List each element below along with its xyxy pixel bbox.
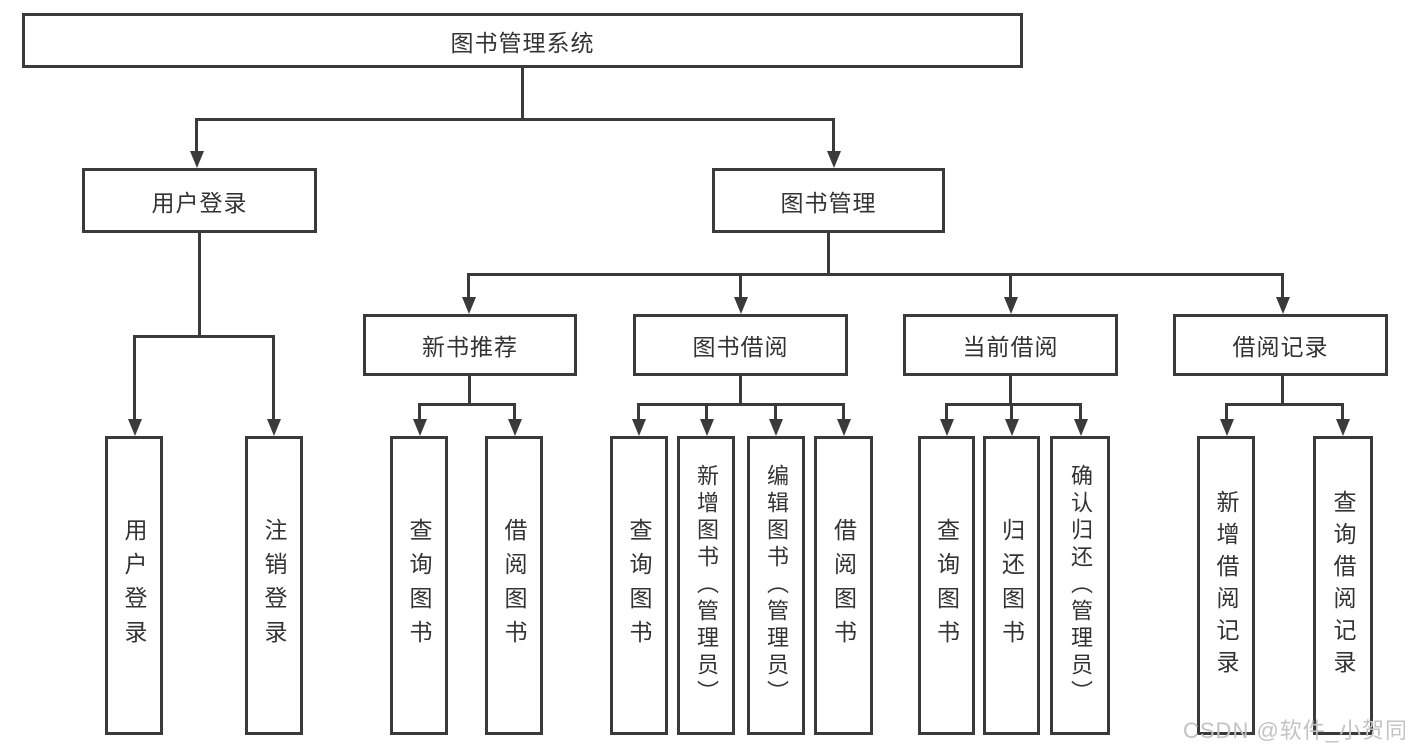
leaf-borrow-book-2: 借阅图书 [814, 436, 873, 735]
leaf-edit-book-admin: 编辑图书（管理员） [747, 436, 805, 735]
connector-line [842, 403, 845, 421]
connector-line [467, 273, 470, 299]
node-user-login: 用户登录 [82, 168, 317, 233]
arrow-down-icon [632, 419, 646, 436]
arrow-down-icon [1276, 297, 1290, 314]
arrow-down-icon [1220, 419, 1234, 436]
connector-line [832, 118, 835, 153]
node-new-book-recommend: 新书推荐 [363, 314, 577, 376]
node-book-management: 图书管理 [712, 168, 945, 233]
connector-line [774, 403, 777, 421]
leaf-query-borrow-record: 查询借阅记录 [1313, 436, 1373, 735]
connector-line [1225, 403, 1228, 421]
node-root: 图书管理系统 [22, 13, 1023, 68]
leaf-query-book-1: 查询图书 [390, 436, 448, 735]
connector-line [739, 376, 742, 403]
connector-line [195, 118, 198, 153]
leaf-add-book-admin: 新增图书（管理员） [677, 436, 735, 735]
arrow-down-icon [128, 419, 142, 436]
connector-line [195, 118, 835, 121]
arrow-down-icon [827, 151, 841, 168]
leaf-confirm-return-admin: 确认归还（管理员） [1050, 436, 1110, 735]
connector-line [1079, 403, 1082, 421]
csdn-watermark: CSDN @软件_小贺同学 [1183, 718, 1405, 743]
node-borrow-records: 借阅记录 [1173, 314, 1388, 376]
connector-line [1009, 376, 1012, 403]
connector-line [705, 403, 708, 421]
leaf-add-borrow-record: 新增借阅记录 [1197, 436, 1255, 735]
leaf-query-book-3: 查询图书 [918, 436, 975, 735]
arrow-down-icon [462, 297, 476, 314]
connector-line [198, 233, 201, 335]
connector-line [418, 403, 421, 421]
connector-line [1010, 403, 1013, 421]
arrow-down-icon [413, 419, 427, 436]
connector-line [468, 376, 471, 403]
leaf-borrow-book-1: 借阅图书 [485, 436, 543, 735]
node-book-borrow: 图书借阅 [633, 314, 848, 376]
leaf-logout: 注销登录 [245, 436, 303, 735]
connector-line [637, 403, 845, 406]
arrow-down-icon [1336, 419, 1350, 436]
connector-line [1281, 376, 1284, 403]
arrow-down-icon [1004, 297, 1018, 314]
node-current-borrow: 当前借阅 [903, 314, 1118, 376]
connector-line [272, 335, 275, 421]
arrow-down-icon [1005, 419, 1019, 436]
arrow-down-icon [190, 151, 204, 168]
connector-line [1225, 403, 1344, 406]
arrow-down-icon [940, 419, 954, 436]
connector-line [1281, 273, 1284, 299]
connector-line [133, 335, 136, 421]
arrow-down-icon [769, 419, 783, 436]
arrow-down-icon [734, 297, 748, 314]
leaf-query-book-2: 查询图书 [610, 436, 668, 735]
connector-line [945, 403, 948, 421]
arrow-down-icon [267, 419, 281, 436]
connector-line [521, 68, 524, 118]
connector-line [1009, 273, 1012, 299]
connector-line [945, 403, 1082, 406]
leaf-user-login: 用户登录 [105, 436, 163, 735]
arrow-down-icon [508, 419, 522, 436]
arrow-down-icon [1074, 419, 1088, 436]
leaf-return-book: 归还图书 [983, 436, 1040, 735]
connector-line [513, 403, 516, 421]
connector-line [739, 273, 742, 299]
connector-line [418, 403, 516, 406]
arrow-down-icon [700, 419, 714, 436]
connector-line [467, 273, 1284, 276]
connector-line [827, 233, 830, 273]
arrow-down-icon [837, 419, 851, 436]
connector-line [1341, 403, 1344, 421]
connector-line [133, 335, 275, 338]
connector-line [637, 403, 640, 421]
